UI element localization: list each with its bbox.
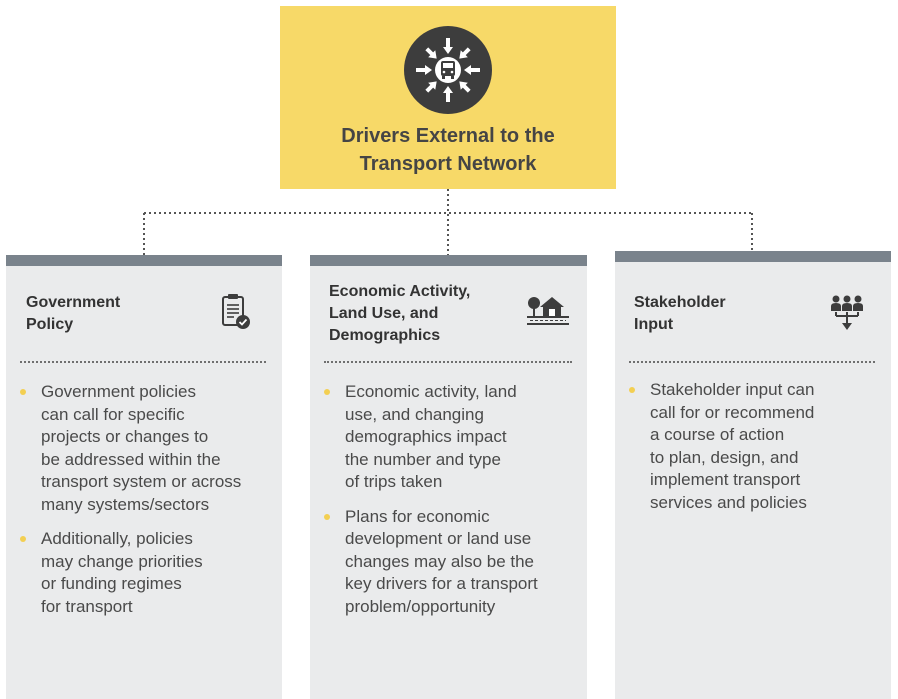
header-box: Drivers External to the Transport Networ… xyxy=(280,6,616,189)
card-government-policy: Government Policy Government policies ca… xyxy=(6,255,282,699)
list-item: Additionally, policies may change priori… xyxy=(20,528,278,618)
card-divider xyxy=(324,361,572,363)
bullet-dot xyxy=(324,389,330,395)
clipboard-check-icon xyxy=(222,294,250,329)
list-item: Plans for economic development or land u… xyxy=(324,506,584,619)
card-top-bar xyxy=(615,251,891,262)
card-title: Economic Activity, Land Use, and Demogra… xyxy=(329,283,471,344)
card-top-bar xyxy=(310,255,587,266)
card-title: Government Policy xyxy=(26,294,121,333)
bullet-dot xyxy=(324,513,330,520)
list-item: Stakeholder input can call for or recomm… xyxy=(629,379,887,514)
card-top-bar xyxy=(6,255,282,266)
bullet-dot xyxy=(629,387,635,393)
bullet-list: Economic activity, land use, and changin… xyxy=(324,381,584,630)
card-divider xyxy=(629,361,875,363)
header-title: Drivers External to the Transport Networ… xyxy=(341,125,555,175)
card-economic-activity: Economic Activity, Land Use, and Demogra… xyxy=(310,255,587,699)
bus-hub-icon xyxy=(404,26,492,114)
bullet-dot xyxy=(20,536,26,542)
land-use-icon xyxy=(527,297,569,325)
list-item: Economic activity, land use, and changin… xyxy=(324,381,584,494)
bullet-dot xyxy=(20,389,26,395)
card-divider xyxy=(20,361,266,363)
bullet-list: Stakeholder input can call for or recomm… xyxy=(629,379,887,526)
card-stakeholder-input: Stakeholder Input Stakeholder input can … xyxy=(615,251,891,699)
bullet-list: Government policies can call for specifi… xyxy=(20,381,278,630)
card-title: Stakeholder Input xyxy=(634,294,726,333)
list-item: Government policies can call for specifi… xyxy=(20,381,278,516)
stakeholder-group-icon xyxy=(831,295,863,330)
